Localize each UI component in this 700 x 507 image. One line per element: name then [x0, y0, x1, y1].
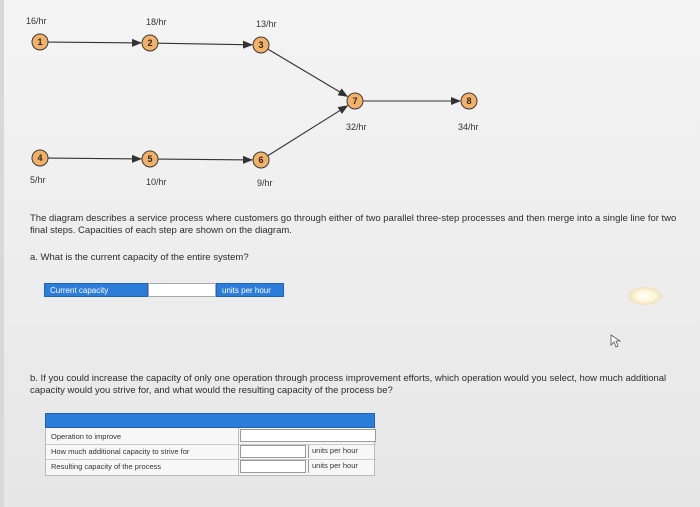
light-glare	[628, 287, 662, 305]
improvement-table-body: Operation to improve How much additional…	[45, 428, 376, 476]
process-node-3	[252, 36, 270, 54]
mouse-cursor-icon	[610, 334, 622, 348]
table-row-divider	[46, 444, 376, 445]
process-node-1	[31, 33, 49, 51]
process-node-capacity: 32/hr	[346, 122, 367, 132]
additional-capacity-label: How much additional capacity to strive f…	[51, 447, 190, 456]
process-node-number: 5	[147, 154, 152, 164]
resulting-capacity-input[interactable]	[240, 460, 306, 473]
improvement-table-header	[45, 413, 375, 428]
improvement-table: Operation to improve How much additional…	[45, 413, 376, 476]
resulting-capacity-unit: units per hour	[308, 460, 376, 473]
process-node-2	[141, 34, 159, 52]
process-node-8	[460, 92, 478, 110]
flow-arrow-4-5	[47, 154, 143, 163]
process-node-number: 8	[466, 96, 471, 106]
process-node-capacity: 9/hr	[257, 178, 273, 188]
operation-to-improve-label: Operation to improve	[51, 432, 122, 441]
process-node-number: 1	[37, 37, 42, 47]
question-a: a. What is the current capacity of the e…	[30, 252, 249, 263]
question-b: b. If you could increase the capacity of…	[30, 373, 667, 396]
additional-capacity-unit: units per hour	[308, 445, 376, 458]
table-row-divider	[46, 459, 376, 460]
additional-capacity-input[interactable]	[240, 445, 306, 458]
process-node-number: 4	[37, 153, 42, 163]
intro-text: The diagram describes a service process …	[30, 213, 677, 236]
process-node-capacity: 34/hr	[458, 122, 479, 132]
process-node-capacity: 5/hr	[30, 175, 46, 185]
process-node-capacity: 10/hr	[146, 177, 167, 187]
flow-arrow-1-2	[47, 38, 143, 47]
table-column-divider	[238, 428, 239, 476]
flow-arrow-3-7	[267, 48, 349, 97]
flow-arrow-6-7	[267, 105, 349, 157]
process-node-number: 2	[147, 38, 152, 48]
flow-arrow-2-3	[157, 40, 254, 49]
flow-arrow-5-6	[157, 155, 254, 164]
process-node-5	[141, 150, 159, 168]
process-node-number: 7	[352, 96, 357, 106]
process-node-capacity: 18/hr	[146, 17, 167, 27]
left-edge-strip	[0, 0, 4, 507]
process-node-6	[252, 151, 270, 169]
current-capacity-label: Current capacity	[44, 283, 148, 297]
process-node-4	[31, 149, 49, 167]
current-capacity-unit: units per hour	[216, 283, 284, 297]
process-node-number: 3	[258, 40, 263, 50]
process-node-7	[346, 92, 364, 110]
operation-to-improve-input[interactable]	[240, 429, 376, 442]
process-flow-diagram: 1 16/hr 2 18/hr 3 13/hr 4 5/hr 5 10/hr 6 9/hr 7 32/hr…	[26, 16, 479, 188]
process-node-capacity: 16/hr	[26, 16, 47, 26]
current-capacity-input[interactable]	[148, 283, 216, 297]
resulting-capacity-label: Resulting capacity of the process	[51, 462, 162, 471]
process-node-number: 6	[258, 155, 263, 165]
process-node-capacity: 13/hr	[256, 19, 277, 29]
